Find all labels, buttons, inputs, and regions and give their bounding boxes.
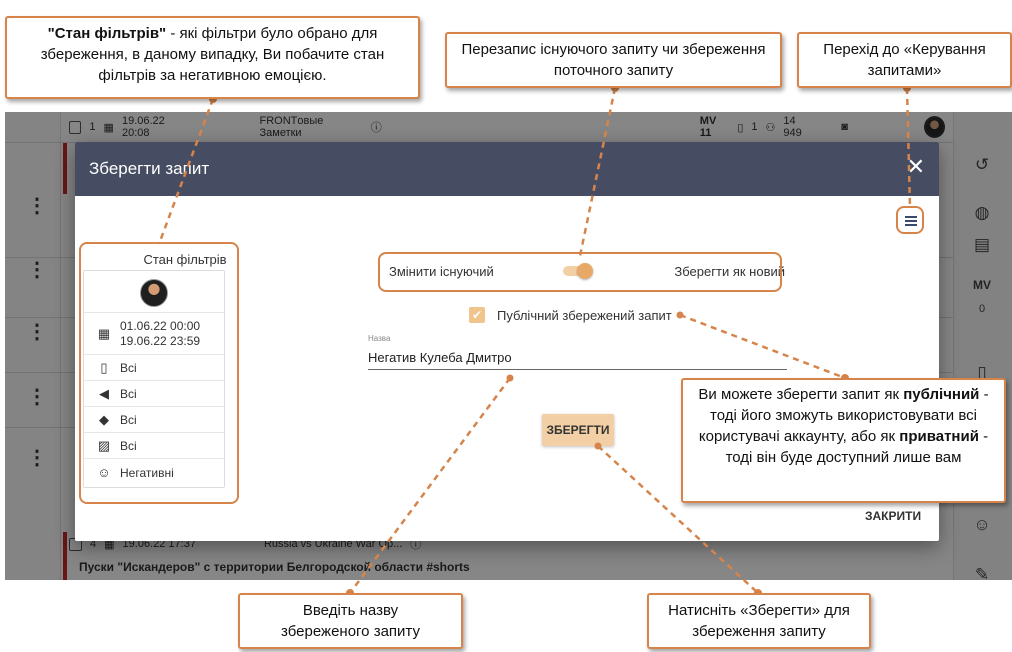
wrench-icon[interactable]: ✎ [974,565,990,580]
row-source[interactable]: FRONTовые Заметки [259,115,324,139]
save-mode-toggle[interactable] [563,263,593,279]
callout-text: - тоді його зможуть використовувати всі … [698,386,989,445]
calendar-icon: ▦ [97,326,111,341]
row-posts: 1 [751,121,758,133]
callout-name: Введіть назву збереженого запиту [238,593,463,649]
filter-tags: ◆ Всі [84,407,224,433]
dialog-title: Зберегти запит [89,159,210,178]
radio-icon[interactable]: ▤ [973,235,991,254]
avatar [140,279,168,307]
public-query-row: ✔ Публічний збережений запит [469,305,672,325]
row-date: 19.06.22 17:37 [122,538,196,550]
megaphone-icon: ◀ [99,386,109,401]
globe-icon[interactable]: ◍ [974,203,990,222]
negative-marker [63,532,67,580]
name-label: Назва [368,334,391,343]
row-checkbox[interactable] [69,120,82,134]
callout-bold: "Стан фільтрів" [47,25,167,42]
people-icon: ⚇ [765,121,776,134]
filters-state-card: ▦ 01.06.22 00:00 19.06.22 23:59 ▯ Всі ◀ … [83,270,225,488]
row-index: 1 [89,121,96,133]
image-icon: ▨ [97,438,111,453]
calendar-icon: ▦ [104,538,115,551]
more-icon[interactable]: ⋮ [27,447,47,469]
mv-label: MV [973,278,991,292]
filter-value: Всі [120,361,137,375]
filter-value: Всі [120,439,137,453]
filter-value: Негативні [120,466,174,480]
callout-text: Ви можете зберегти запит як [698,386,904,403]
callout-bold: приватний [899,428,979,445]
callout-public: Ви можете зберегти запит як публічний - … [681,378,1006,503]
row-title[interactable]: Пуски "Искандеров" с территории Белгород… [79,560,470,574]
close-icon[interactable]: ✕ [906,154,925,179]
query-list-icon[interactable] [902,212,920,230]
callout-bold: публічний [903,386,980,403]
callout-manage: Перехід до «Керування запитами» [797,32,1012,88]
dialog-header: Зберегти запит ✕ [75,142,939,196]
filter-value: Всі [120,387,137,401]
callout-text: Перехід до «Керування запитами» [823,41,986,79]
callout-overwrite: Перезапис існуючого запиту чи збереження… [445,32,782,88]
negative-marker [63,142,67,194]
row-date: 19.06.22 20:08 [121,115,165,139]
filter-channels: ◀ Всі [84,381,224,407]
more-icon[interactable]: ⋮ [27,259,47,281]
save-button[interactable]: ЗБЕРЕГТИ [542,414,614,446]
callout-text: Перезапис існуючого запиту чи збереження… [461,41,766,79]
message-row[interactable]: 1 ▦ 19.06.22 20:08 FRONTовые Заметки ⓘ M… [65,112,945,142]
filter-date: ▦ 01.06.22 00:00 19.06.22 23:59 [84,313,224,355]
right-toolbar: ↺ ◍ ▤ MV 0 ▯ ☺ ✎ [953,112,1012,580]
callout-text: - які фільтри було обрано для збереження… [40,25,385,84]
row-mv: MV 11 [699,115,717,139]
row-views: 14 949 [783,115,802,139]
tag-icon: ◆ [99,412,109,427]
more-icon[interactable]: ⋮ [27,321,47,343]
filter-value: Всі [120,413,137,427]
filter-author [84,271,224,313]
emotion-icon: ☺ [97,465,111,480]
save-mode-toggle-row: Змінити існуючий Зберегти як новий [385,257,789,285]
callout-text: Введіть назву збереженого запиту [281,602,420,640]
stats-icon[interactable]: ◙ [841,121,848,133]
callout-filters: "Стан фільтрів" - які фільтри було обран… [5,16,420,99]
left-column: ⋮ ⋮ ⋮ ⋮ ⋮ [5,112,61,580]
public-query-label[interactable]: Публічний збережений запит [497,307,672,323]
callout-save: Натисніть «Зберегти» для збереження запи… [647,593,871,649]
filter-date-from: 01.06.22 00:00 [120,319,201,333]
avatar [923,116,945,138]
more-icon[interactable]: ⋮ [27,386,47,408]
more-icon[interactable]: ⋮ [27,195,47,217]
filter-sources: ▯ Всі [84,355,224,381]
query-name-input[interactable] [368,346,787,370]
callout-text: - тоді він буде доступний лише вам [725,428,989,466]
filter-emotion: ☺ Негативні [84,459,224,487]
filter-media: ▨ Всі [84,433,224,459]
close-button[interactable]: ЗАКРИТИ [865,509,922,523]
calendar-icon: ▦ [103,121,114,134]
toggle-left-label[interactable]: Змінити існуючий [389,264,494,279]
book-icon: ▯ [100,360,108,375]
book-icon[interactable]: ▯ [977,363,987,382]
public-query-checkbox[interactable]: ✔ [469,307,485,323]
filter-date-to: 19.06.22 23:59 [120,334,201,348]
filters-state-title: Стан фільтрів [143,252,227,267]
callout-text: Натисніть «Зберегти» для збереження запи… [668,602,850,640]
emotion-icon[interactable]: ☺ [973,515,991,534]
row-index: 4 [90,538,97,550]
history-icon[interactable]: ↺ [974,155,990,174]
toggle-right-label[interactable]: Зберегти як новий [674,264,785,279]
info-icon[interactable]: ⓘ [370,122,382,134]
book-icon: ▯ [737,121,744,134]
mv-value: 0 [978,303,986,315]
